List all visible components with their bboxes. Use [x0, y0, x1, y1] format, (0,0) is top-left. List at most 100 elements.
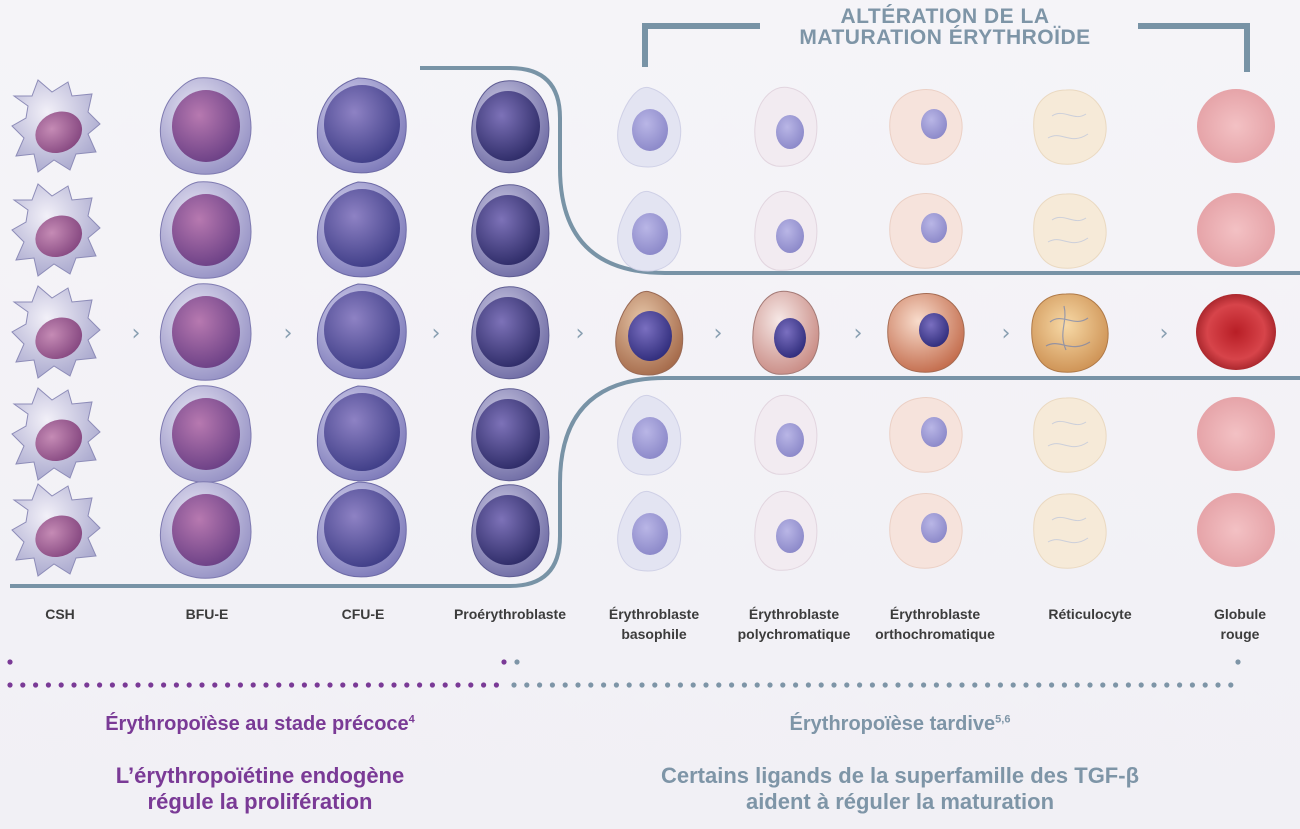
progression-dot — [895, 682, 901, 688]
progression-dot — [33, 682, 39, 688]
progression-dot — [442, 682, 448, 688]
progression-dot — [327, 682, 333, 688]
progression-dot — [741, 682, 748, 688]
cell-proerythroblaste-row-5 — [471, 484, 550, 578]
progression-dot — [353, 682, 359, 688]
progression-dot — [985, 682, 991, 688]
progression-dot — [455, 682, 461, 688]
progression-dot — [250, 682, 256, 688]
progression-dot — [972, 682, 978, 688]
header-line-2: MATURATION ÉRYTHROÏDE — [799, 26, 1091, 49]
progression-dot — [549, 682, 556, 688]
progression-dot — [1036, 682, 1042, 688]
progression-dot — [135, 682, 141, 688]
cell-erythroblaste-orthochromatique-row-1 — [889, 88, 963, 165]
progression-arrow-icon: › — [576, 321, 585, 346]
cell-erythroblaste-basophile-row-1 — [617, 86, 682, 168]
progression-dot — [45, 682, 52, 688]
progression-dot — [959, 682, 965, 688]
progression-dot — [514, 659, 520, 665]
progression-dot — [1023, 682, 1029, 688]
progression-dot — [754, 682, 760, 688]
progression-dot — [468, 682, 474, 688]
progression-dot — [20, 682, 26, 688]
progression-dot — [173, 682, 179, 688]
progression-dot — [562, 682, 568, 688]
cell-csh-row-4 — [11, 387, 101, 481]
late-erythropoiesis-desc: Certains ligands de la superfamille des … — [661, 763, 1139, 814]
progression-arrow-icon: › — [1002, 321, 1011, 346]
progression-dot — [601, 682, 607, 688]
header-title: ALTÉRATION DE LA MATURATION ÉRYTHROÏDE — [760, 6, 1130, 48]
progression-dot — [1061, 682, 1067, 688]
cell-globule-rouge-row-5 — [1197, 493, 1275, 567]
progression-dot — [199, 682, 205, 688]
progression-dot — [1125, 682, 1131, 688]
cell-globule-rouge-row-2 — [1197, 193, 1275, 267]
cell-erythroblaste-orthochromatique-row-4 — [889, 396, 963, 473]
progression-dot — [161, 682, 167, 688]
cell-erythroblaste-polychromatique-row-5 — [754, 490, 818, 571]
progression-dot — [481, 682, 487, 688]
progression-dot — [818, 682, 824, 688]
stage-label-proerythroblaste: Proérythroblaste — [453, 606, 567, 622]
early-erythropoiesis-title: Érythropoïèse au stade précoce4 — [105, 713, 415, 735]
early-group-outline-top — [420, 66, 1300, 275]
cell-bfu-e-row-2 — [159, 181, 252, 279]
cell-erythroblaste-basophile-row-5 — [617, 490, 682, 572]
progression-dot — [71, 682, 77, 688]
cell-reticulocyte-row-4 — [1033, 397, 1107, 473]
progression-dot — [588, 682, 594, 688]
progression-dot — [276, 682, 282, 688]
progression-dot — [314, 682, 320, 688]
cell-reticulocyte-row-5 — [1033, 493, 1107, 569]
progression-dot — [148, 682, 154, 688]
stage-label-csh: CSH — [45, 606, 75, 622]
progression-dot — [58, 682, 64, 688]
cell-erythroblaste-polychromatique-row-3 — [752, 290, 820, 375]
progression-dot — [378, 682, 384, 688]
cell-csh-row-2 — [11, 183, 101, 277]
cell-globule-rouge-row-4 — [1197, 397, 1275, 471]
progression-dot — [1138, 682, 1144, 688]
stage-label-cfu-e: CFU-E — [341, 606, 385, 622]
progression-dot — [289, 682, 295, 688]
progression-dot — [844, 682, 850, 688]
progression-dot — [391, 682, 397, 688]
progression-dot — [1100, 682, 1106, 688]
progression-dot — [186, 682, 192, 688]
progression-dot — [626, 682, 632, 688]
progression-dot — [729, 682, 735, 688]
cell-csh-row-5 — [11, 483, 101, 577]
cell-cfu-e-row-5 — [316, 481, 407, 578]
cell-globule-rouge-row-1 — [1197, 89, 1275, 163]
progression-dot — [429, 682, 435, 688]
stage-label-reticulocyte: Réticulocyte — [1048, 606, 1132, 622]
progression-dot — [908, 682, 914, 688]
cell-proerythroblaste-row-4 — [471, 388, 550, 482]
header-bracket-right — [1138, 23, 1250, 72]
progression-dot — [1087, 682, 1093, 688]
progression-arrow-icon: › — [284, 321, 293, 346]
progression-dot — [793, 682, 799, 688]
late-erythropoiesis-title: Érythropoïèse tardive5,6 — [789, 713, 1011, 735]
progression-dot — [1189, 682, 1195, 688]
cell-bfu-e-row-3 — [159, 283, 252, 381]
progression-dot — [365, 682, 371, 688]
progression-dot — [237, 682, 243, 688]
progression-dot — [1151, 682, 1157, 688]
cell-bfu-e-row-1 — [159, 77, 252, 175]
cell-proerythroblaste-row-2 — [471, 184, 550, 278]
cell-globule-rouge-row-3 — [1196, 294, 1276, 370]
progression-dot — [575, 682, 581, 688]
header-bracket-left — [642, 23, 760, 67]
progression-dot — [537, 682, 543, 688]
progression-dot — [1113, 682, 1119, 688]
progression-dot — [84, 682, 90, 688]
progression-dot — [511, 682, 517, 688]
cell-bfu-e-row-5 — [159, 481, 252, 579]
progression-dot — [301, 682, 307, 688]
progression-dot — [404, 682, 410, 688]
